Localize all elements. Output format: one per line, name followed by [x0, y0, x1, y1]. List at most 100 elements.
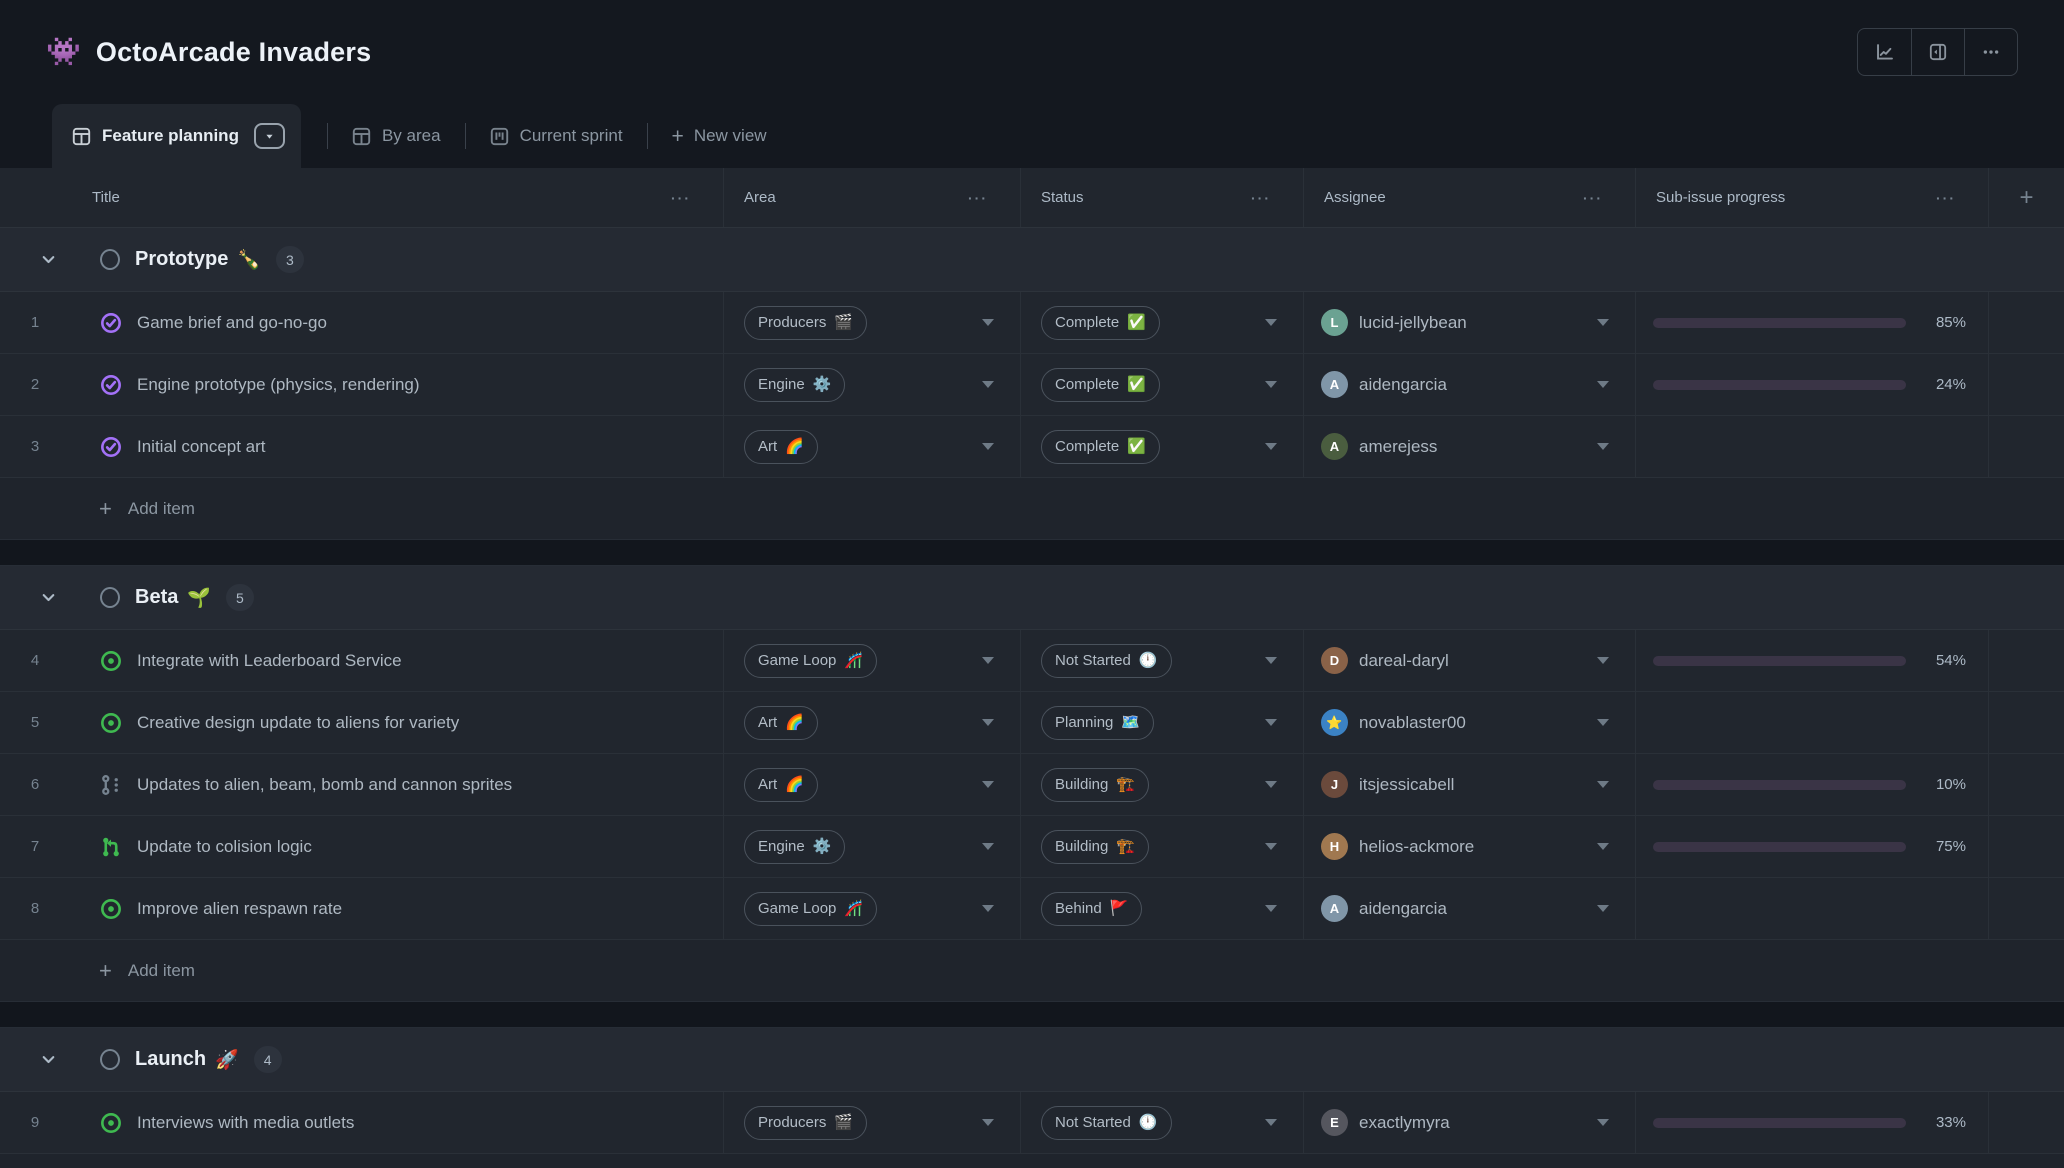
title-cell[interactable]: 2 Engine prototype (physics, rendering): [0, 354, 723, 415]
dropdown-caret-icon[interactable]: [1265, 657, 1277, 664]
status-chip[interactable]: Not Started 🕛: [1041, 643, 1172, 678]
title-cell[interactable]: 6 Updates to alien, beam, bomb and canno…: [0, 754, 723, 815]
status-cell[interactable]: Planning 🗺️: [1020, 692, 1303, 753]
area-cell[interactable]: Engine ⚙️: [723, 354, 1020, 415]
dropdown-caret-icon[interactable]: [982, 657, 994, 664]
dropdown-caret-icon[interactable]: [1265, 719, 1277, 726]
status-cell[interactable]: Complete ✅: [1020, 354, 1303, 415]
issue-title[interactable]: Updates to alien, beam, bomb and cannon …: [137, 774, 513, 794]
column-menu-icon[interactable]: ···: [1251, 189, 1271, 206]
dropdown-caret-icon[interactable]: [1597, 319, 1609, 326]
status-cell[interactable]: Complete ✅: [1020, 292, 1303, 353]
assignee-cell[interactable]: A aidengarcia: [1303, 878, 1635, 939]
area-cell[interactable]: Producers 🎬: [723, 292, 1020, 353]
status-chip[interactable]: Complete ✅: [1041, 367, 1160, 402]
dropdown-caret-icon[interactable]: [1597, 843, 1609, 850]
dropdown-caret-icon[interactable]: [1265, 381, 1277, 388]
dropdown-caret-icon[interactable]: [1597, 905, 1609, 912]
assignee-cell[interactable]: A aidengarcia: [1303, 354, 1635, 415]
area-cell[interactable]: Engine ⚙️: [723, 816, 1020, 877]
area-cell[interactable]: Game Loop 🎢: [723, 878, 1020, 939]
status-cell[interactable]: Complete ✅: [1020, 416, 1303, 477]
add-item-button[interactable]: + Add item: [0, 940, 2064, 1001]
view-options-button[interactable]: [253, 123, 285, 149]
column-menu-icon[interactable]: ···: [1936, 189, 1956, 206]
add-item-button[interactable]: + Add item: [0, 478, 2064, 539]
column-menu-icon[interactable]: ···: [1583, 189, 1603, 206]
assignee-cell[interactable]: D dareal-daryl: [1303, 630, 1635, 691]
issue-title[interactable]: Integrate with Leaderboard Service: [137, 650, 402, 670]
area-cell[interactable]: Producers 🎬: [723, 1092, 1020, 1153]
chevron-down-icon[interactable]: [40, 1051, 57, 1068]
assignee-cell[interactable]: ⭐ novablaster00: [1303, 692, 1635, 753]
dropdown-caret-icon[interactable]: [1265, 905, 1277, 912]
area-cell[interactable]: Art 🌈: [723, 692, 1020, 753]
issue-title[interactable]: Creative design update to aliens for var…: [137, 712, 460, 732]
dropdown-caret-icon[interactable]: [982, 381, 994, 388]
dropdown-caret-icon[interactable]: [982, 843, 994, 850]
title-cell[interactable]: 8 Improve alien respawn rate: [0, 878, 723, 939]
status-chip[interactable]: Complete ✅: [1041, 305, 1160, 340]
status-cell[interactable]: Not Started 🕛: [1020, 1092, 1303, 1153]
dropdown-caret-icon[interactable]: [1597, 657, 1609, 664]
status-chip[interactable]: Building 🏗️: [1041, 767, 1150, 802]
title-cell[interactable]: 4 Integrate with Leaderboard Service: [0, 630, 723, 691]
dropdown-caret-icon[interactable]: [1597, 443, 1609, 450]
dropdown-caret-icon[interactable]: [1597, 719, 1609, 726]
area-chip[interactable]: Producers 🎬: [744, 1105, 868, 1140]
area-cell[interactable]: Art 🌈: [723, 754, 1020, 815]
title-cell[interactable]: 9 Interviews with media outlets: [0, 1092, 723, 1153]
chevron-down-icon[interactable]: [40, 251, 57, 268]
chevron-down-icon[interactable]: [40, 589, 57, 606]
tab-feature-planning[interactable]: Feature planning: [52, 104, 301, 168]
insights-button[interactable]: [1858, 29, 1911, 75]
title-cell[interactable]: 1 Game brief and go-no-go: [0, 292, 723, 353]
title-cell[interactable]: 3 Initial concept art: [0, 416, 723, 477]
new-view-button[interactable]: + New view: [666, 104, 773, 168]
title-cell[interactable]: 5 Creative design update to aliens for v…: [0, 692, 723, 753]
area-chip[interactable]: Engine ⚙️: [744, 367, 846, 402]
add-item-button[interactable]: + Add item: [0, 1154, 2064, 1168]
assignee-cell[interactable]: A amerejess: [1303, 416, 1635, 477]
status-cell[interactable]: Not Started 🕛: [1020, 630, 1303, 691]
column-menu-icon[interactable]: ···: [968, 189, 988, 206]
column-menu-icon[interactable]: ···: [671, 189, 691, 206]
dropdown-caret-icon[interactable]: [1265, 781, 1277, 788]
area-cell[interactable]: Game Loop 🎢: [723, 630, 1020, 691]
dropdown-caret-icon[interactable]: [982, 319, 994, 326]
tab-by-area[interactable]: By area: [346, 104, 447, 168]
status-cell[interactable]: Behind 🚩: [1020, 878, 1303, 939]
add-column-button[interactable]: +: [1988, 168, 2064, 227]
side-panel-button[interactable]: [1911, 29, 1964, 75]
tab-current-sprint[interactable]: Current sprint: [484, 104, 629, 168]
area-chip[interactable]: Engine ⚙️: [744, 829, 846, 864]
dropdown-caret-icon[interactable]: [982, 781, 994, 788]
area-chip[interactable]: Game Loop 🎢: [744, 891, 878, 926]
dropdown-caret-icon[interactable]: [982, 1119, 994, 1126]
dropdown-caret-icon[interactable]: [1265, 319, 1277, 326]
dropdown-caret-icon[interactable]: [982, 719, 994, 726]
area-chip[interactable]: Game Loop 🎢: [744, 643, 878, 678]
issue-title[interactable]: Initial concept art: [137, 436, 266, 456]
issue-title[interactable]: Game brief and go-no-go: [137, 312, 327, 332]
dropdown-caret-icon[interactable]: [1597, 781, 1609, 788]
area-chip[interactable]: Art 🌈: [744, 429, 818, 464]
area-chip[interactable]: Art 🌈: [744, 767, 818, 802]
status-chip[interactable]: Building 🏗️: [1041, 829, 1150, 864]
dropdown-caret-icon[interactable]: [1597, 381, 1609, 388]
issue-title[interactable]: Update to colision logic: [137, 836, 312, 856]
assignee-cell[interactable]: H helios-ackmore: [1303, 816, 1635, 877]
issue-title[interactable]: Engine prototype (physics, rendering): [137, 374, 420, 394]
status-chip[interactable]: Not Started 🕛: [1041, 1105, 1172, 1140]
assignee-cell[interactable]: E exactlymyra: [1303, 1092, 1635, 1153]
status-chip[interactable]: Planning 🗺️: [1041, 705, 1155, 740]
status-chip[interactable]: Complete ✅: [1041, 429, 1160, 464]
assignee-cell[interactable]: J itsjessicabell: [1303, 754, 1635, 815]
dropdown-caret-icon[interactable]: [1597, 1119, 1609, 1126]
area-chip[interactable]: Art 🌈: [744, 705, 818, 740]
dropdown-caret-icon[interactable]: [1265, 1119, 1277, 1126]
status-cell[interactable]: Building 🏗️: [1020, 754, 1303, 815]
dropdown-caret-icon[interactable]: [1265, 843, 1277, 850]
status-chip[interactable]: Behind 🚩: [1041, 891, 1143, 926]
assignee-cell[interactable]: L lucid-jellybean: [1303, 292, 1635, 353]
